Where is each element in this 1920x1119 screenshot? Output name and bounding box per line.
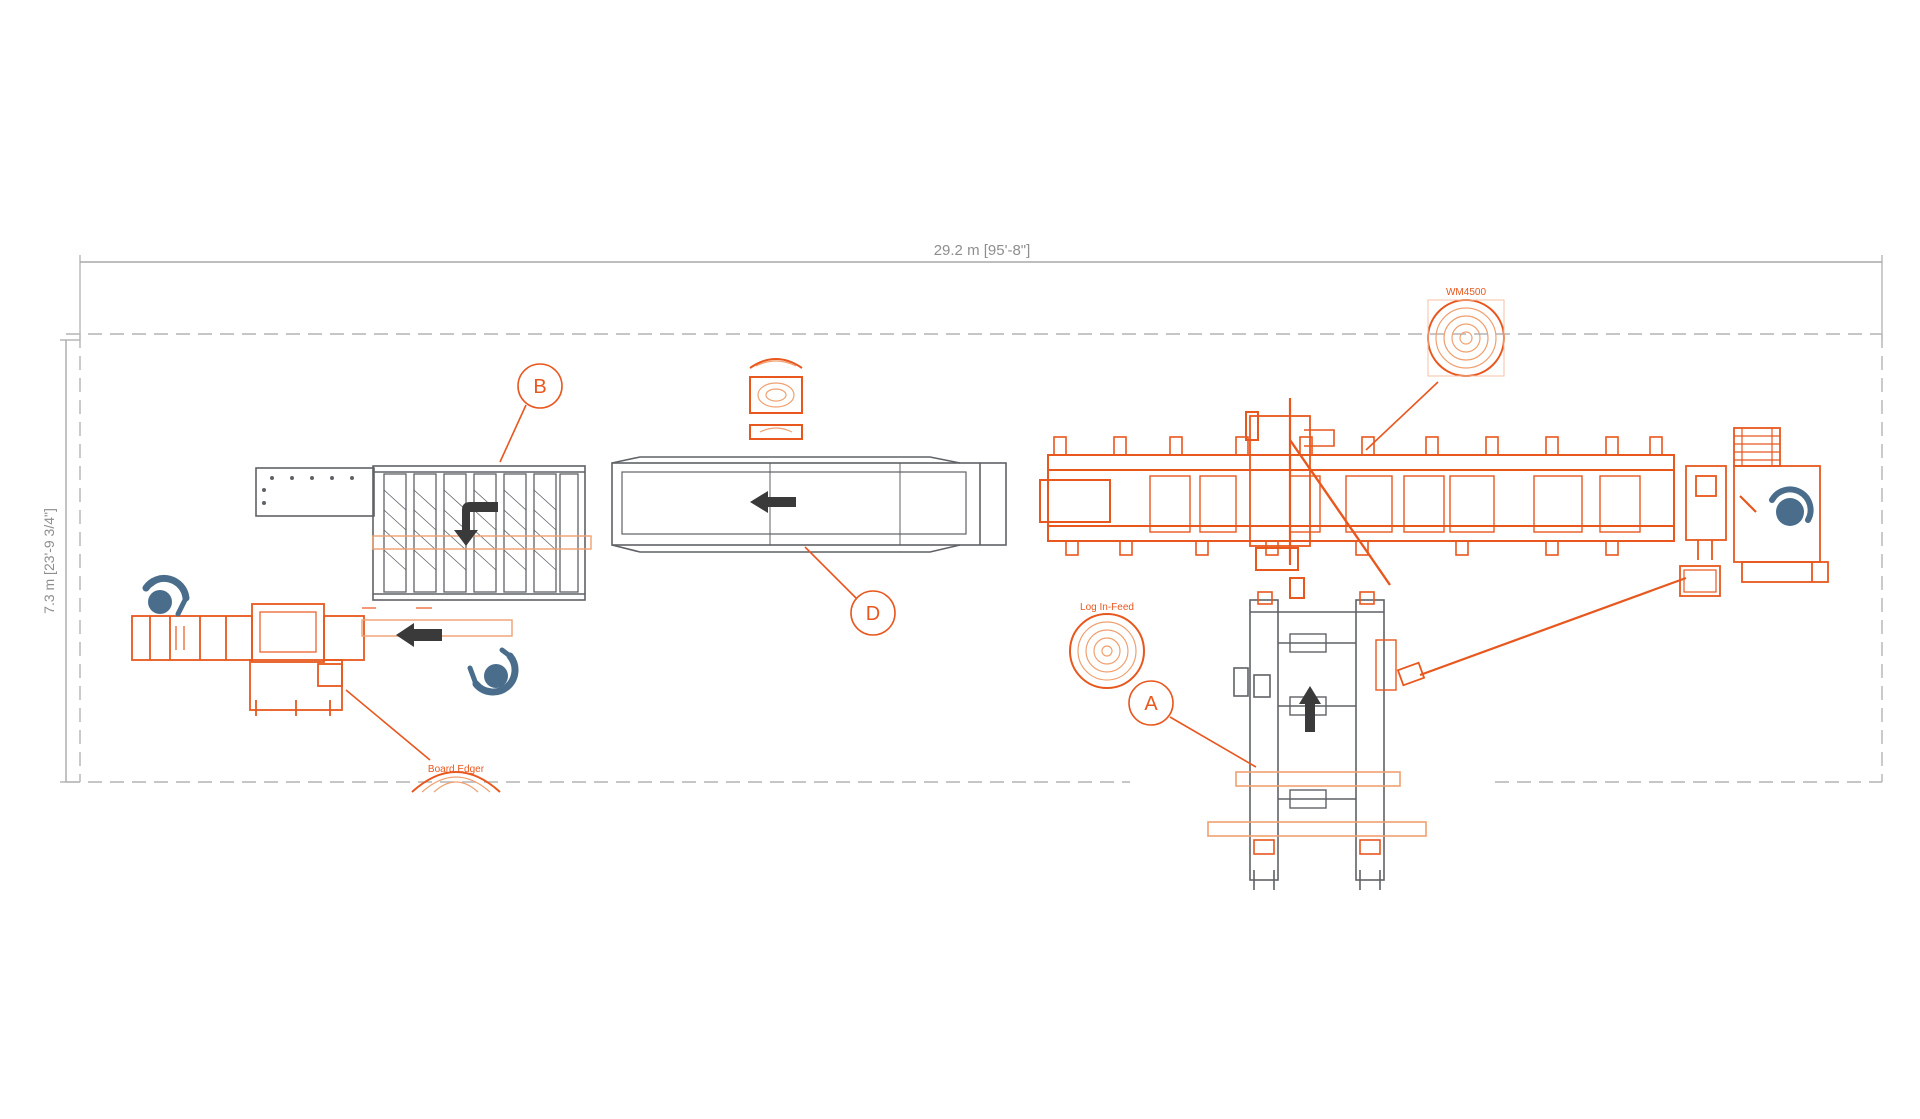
operator-icon-right (467, 647, 519, 696)
wm4500-leader (1365, 381, 1439, 451)
conveyor-d (611, 456, 1007, 553)
log-feed-direction-arrow (1299, 686, 1321, 732)
log-infeed-log-icon (1069, 613, 1145, 689)
height-dimension-label: 7.3 m [23'-9 3/4"] (41, 508, 57, 614)
board-edger-label: Board Edger (428, 764, 485, 775)
log-end-grain-icons (411, 299, 1505, 793)
callout-b: B (499, 363, 563, 463)
wm4500-label: WM4500 (1446, 287, 1486, 298)
board-edger-machine (131, 603, 513, 716)
board-edger-log-icon (411, 771, 501, 793)
transfer-deck-b (255, 465, 592, 601)
log-loader-right (1396, 427, 1829, 687)
wm4500-log-icon (1427, 299, 1505, 377)
callout-d-letter: D (866, 603, 880, 625)
callout-a-letter: A (1144, 693, 1158, 715)
overall-dimensions: 29.2 m [95'-8"] 7.3 m [23'-9 3/4"] (41, 242, 1883, 783)
transfer-direction-arrow (454, 502, 498, 546)
conveyor-direction-arrow (750, 491, 796, 513)
operator-icon-left (142, 575, 190, 617)
board-edger-leader (345, 689, 431, 761)
width-dimension-label: 29.2 m [95'-8"] (934, 242, 1031, 259)
log-deck-a (1207, 591, 1427, 890)
callout-b-letter: B (533, 376, 546, 398)
log-infeed-label: Log In-Feed (1080, 602, 1134, 613)
callout-d: D (804, 546, 896, 636)
operator-icon-loader (1769, 486, 1814, 526)
cant-slab-log-icons (749, 358, 803, 440)
edger-feed-arrow (396, 623, 442, 647)
callout-a: A (1128, 680, 1257, 768)
wm4500-sawmill (1039, 398, 1675, 599)
